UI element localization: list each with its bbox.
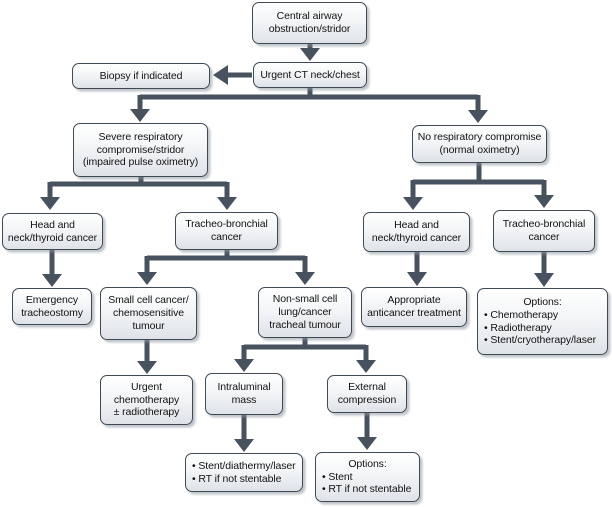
node-non-small-cell-cancer: Non-small cell lung/cancer tracheal tumo…: [258, 287, 352, 338]
arrow-tracheo-right-to-options: [534, 252, 554, 287]
arrow-nocompromise-split: [403, 163, 554, 210]
node-options-right: Options: • Chemotherapy • Radiotherapy •…: [477, 288, 608, 355]
node-no-respiratory-compromise: No respiratory compromise (normal oximet…: [412, 125, 547, 163]
arrow-external-to-options: [357, 413, 377, 450]
node-head-neck-thyroid-cancer-left: Head and neck/thyroid cancer: [2, 213, 103, 250]
arrow-nonsmall-split: [234, 338, 376, 373]
arrow-intraluminal-to-stent: [234, 415, 254, 452]
node-appropriate-anticancer-treatment: Appropriate anticancer treatment: [361, 287, 467, 327]
arrow-urgent-split: [130, 87, 488, 123]
options-right-item-chemotherapy: • Chemotherapy: [484, 308, 559, 321]
node-urgent-chemotherapy: Urgent chemotherapy ± radiotherapy: [100, 375, 193, 425]
node-head-neck-thyroid-cancer-right: Head and neck/thyroid cancer: [363, 212, 470, 252]
node-central-airway-obstruction: Central airway obstruction/stridor: [252, 2, 367, 44]
options-bottom-title: Options:: [348, 457, 387, 470]
node-tracheo-bronchial-cancer-right: Tracheo-bronchial cancer: [493, 210, 595, 252]
arrow-urgent-to-biopsy: [213, 65, 252, 85]
node-biopsy-if-indicated: Biopsy if indicated: [72, 63, 210, 89]
node-stent-diathermy-laser: • Stent/diathermy/laser • RT if not sten…: [185, 453, 303, 492]
arrow-severe-split: [40, 177, 237, 210]
node-tracheo-bronchial-cancer-left: Tracheo-bronchial cancer: [175, 212, 278, 250]
options-right-item-stent-cryotherapy-laser: • Stent/cryotherapy/laser: [484, 334, 597, 347]
options-bottom-item-rt-if-not-stentable: • RT if not stentable: [322, 483, 412, 496]
node-emergency-tracheostomy: Emergency tracheostomy: [12, 288, 92, 325]
stent-item-rt-if-not-stentable: • RT if not stentable: [192, 472, 282, 485]
arrow-headneck-left-to-emergency: [42, 250, 62, 287]
node-intraluminal-mass: Intraluminal mass: [205, 373, 283, 415]
node-options-bottom: Options: • Stent • RT if not stentable: [315, 452, 420, 502]
node-severe-respiratory-compromise: Severe respiratory compromise/stridor (i…: [73, 123, 208, 177]
stent-item-diathermy-laser: • Stent/diathermy/laser: [192, 459, 296, 472]
options-bottom-item-stent: • Stent: [322, 470, 353, 483]
arrow-headneck-right-to-treatment: [407, 252, 427, 286]
options-right-title: Options:: [523, 295, 562, 308]
arrow-tracheo-left-split: [137, 250, 315, 285]
node-urgent-ct-neck-chest: Urgent CT neck/chest: [253, 62, 367, 88]
node-small-cell-cancer: Small cell cancer/ chemosensitive tumour: [100, 287, 197, 340]
node-external-compression: External compression: [327, 375, 407, 413]
arrow-smallcell-to-chemo: [137, 340, 157, 374]
options-right-item-radiotherapy: • Radiotherapy: [484, 321, 552, 334]
